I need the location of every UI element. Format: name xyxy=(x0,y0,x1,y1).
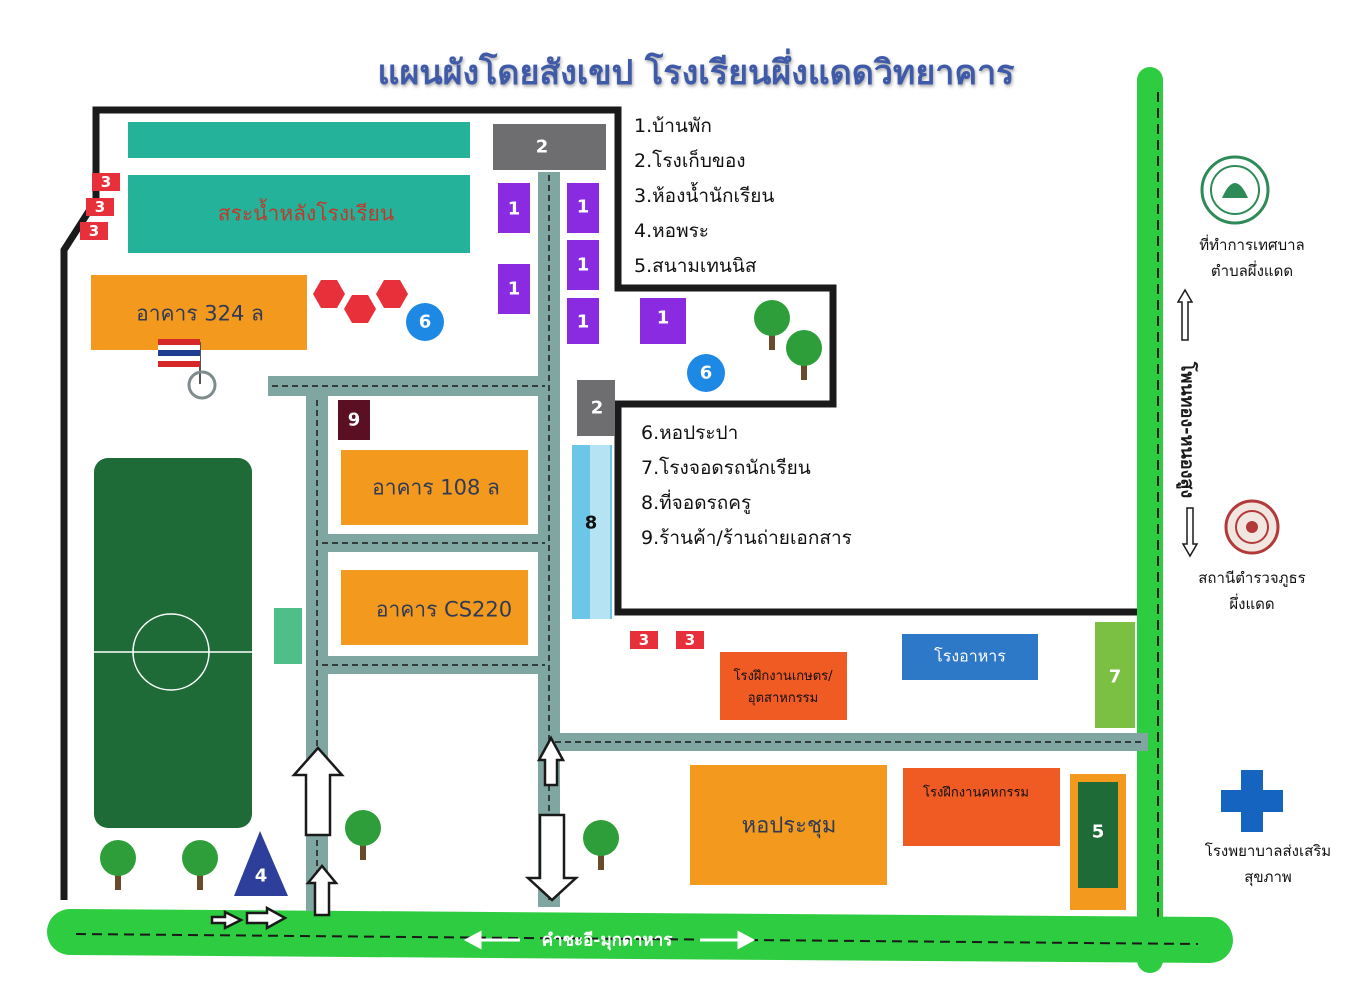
toilet-group-left xyxy=(80,173,120,240)
legend-item: 9.ร้านค้า/ร้านถ่ายเอกสาร xyxy=(641,527,852,549)
building-324 xyxy=(91,275,307,350)
homeec-workshop-label: โรงฝึกงานคหกรรม xyxy=(922,785,1030,801)
bottom-road-centerline xyxy=(75,933,1199,945)
marker-3: 3 xyxy=(684,631,696,649)
marker-1: 1 xyxy=(576,196,590,218)
canteen xyxy=(902,634,1038,680)
legend-item: 1.บ้านพัก xyxy=(634,115,712,137)
marker-6: 6 xyxy=(699,362,713,384)
police-label: สถานีตำรวจภูธร ผึ่งแดด xyxy=(1198,569,1306,613)
legend-item: 2.โรงเก็บของ xyxy=(634,150,746,172)
agri-workshop-label: โรงฝึกงานเกษตร/ อุตสาหกรรม xyxy=(733,669,833,706)
marker-8: 8 xyxy=(584,512,598,534)
legend-item: 3.ห้องน้ำนักเรียน xyxy=(634,185,775,207)
pond xyxy=(128,175,470,253)
marker-5: 5 xyxy=(1091,821,1105,843)
pond-top xyxy=(128,122,470,158)
storage-mid xyxy=(577,380,615,436)
marker-7: 7 xyxy=(1108,666,1122,688)
building-cs220 xyxy=(341,570,528,645)
hall-label: หอประชุม xyxy=(741,813,837,839)
canteen-label: โรงอาหาร xyxy=(934,646,1006,666)
legend-item: 5.สนามเทนนิส xyxy=(634,255,757,277)
map-title: แผนผังโดยสังเขป โรงเรียนผึ่งแดดวิทยาคาร xyxy=(377,53,1015,93)
bottom-road-label: คำชะอี-มุกดาหาร xyxy=(541,930,673,951)
marker-3: 3 xyxy=(100,173,112,191)
building-108-label: อาคาร 108 ล xyxy=(372,475,500,500)
assembly-hall xyxy=(690,765,887,885)
marker-3: 3 xyxy=(94,198,106,216)
pond-label: สระน้ำหลังโรงเรียน xyxy=(217,201,395,226)
shrine xyxy=(234,831,288,896)
hospital-cross-icon xyxy=(1221,770,1283,832)
legend-item: 8.ที่จอดรถครู xyxy=(641,492,752,514)
legend-top: 1.บ้านพัก 2.โรงเก็บของ 3.ห้องน้ำนักเรียน… xyxy=(634,109,774,284)
marker-1: 1 xyxy=(507,278,521,300)
hexagon-decor xyxy=(313,280,408,323)
hospital-label: โรงพยาบาลส่งเสริม สุขภาพ xyxy=(1204,842,1332,886)
municipality-label: ที่ทำการเทศบาล ตำบลผึ่งแดด xyxy=(1199,236,1305,280)
tree-icons xyxy=(100,300,822,890)
water-tower-right xyxy=(687,354,725,392)
shop xyxy=(338,400,370,440)
marker-3: 3 xyxy=(88,222,100,240)
marker-2: 2 xyxy=(535,136,549,158)
right-road-label: โพนทอง-หนองสูง xyxy=(1176,361,1198,499)
storage-top xyxy=(493,124,606,170)
building-cs220-label: อาคาร CS220 xyxy=(375,597,513,622)
field-stand xyxy=(274,608,302,664)
bottom-road-arrows xyxy=(463,930,756,950)
marker-1: 1 xyxy=(576,254,590,276)
legend-item: 6.หอประปา xyxy=(641,422,739,444)
entrance-arrows xyxy=(210,735,580,931)
bottom-road xyxy=(47,909,1233,963)
marker-9: 9 xyxy=(347,409,361,431)
building-108 xyxy=(341,450,528,525)
agri-workshop xyxy=(720,652,847,720)
marker-4: 4 xyxy=(254,865,268,887)
right-road-arrows xyxy=(1176,288,1199,558)
marker-2: 2 xyxy=(590,397,604,419)
municipality-seal-icon xyxy=(1200,155,1270,225)
legend-item: 7.โรงจอดรถนักเรียน xyxy=(641,457,811,479)
toilet-group-bottom xyxy=(630,631,704,649)
police-seal-icon xyxy=(1224,499,1280,555)
houses xyxy=(498,183,686,344)
football-field xyxy=(94,458,252,828)
water-tower-left xyxy=(406,303,444,341)
marker-1: 1 xyxy=(507,198,521,220)
flag-icon xyxy=(158,339,217,400)
marker-1: 1 xyxy=(576,311,590,333)
marker-1: 1 xyxy=(656,307,670,329)
legend-bottom: 6.หอประปา 7.โรงจอดรถนักเรียน 8.ที่จอดรถค… xyxy=(641,416,852,556)
marker-3: 3 xyxy=(638,631,650,649)
student-parking xyxy=(1095,622,1135,728)
building-324-label: อาคาร 324 ล xyxy=(136,301,264,326)
legend-item: 4.หอพระ xyxy=(634,220,709,242)
marker-6: 6 xyxy=(418,311,432,333)
campus-boundary xyxy=(60,106,1142,900)
homeec-workshop xyxy=(903,768,1060,846)
